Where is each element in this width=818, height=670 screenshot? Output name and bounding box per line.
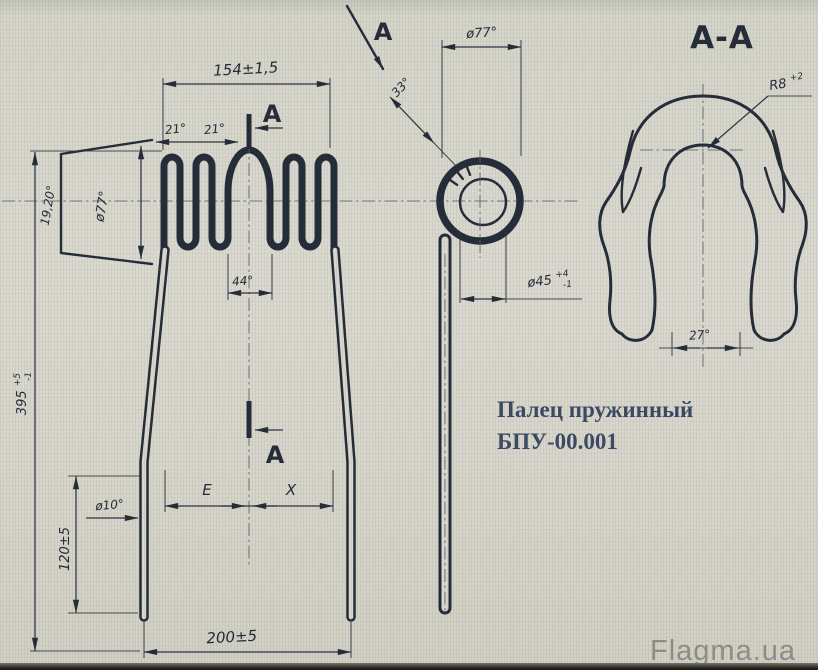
dim-27-label: 27° <box>689 327 711 342</box>
section-view: А-А R8 +2 27° <box>598 20 812 368</box>
part-number-line2: БПУ-00.001 <box>497 429 618 454</box>
cone-projection <box>59 138 154 266</box>
side-view: ø77° A 33° ø45 +4 -1 <box>345 4 582 615</box>
dim-200-label: 200±5 <box>206 627 258 648</box>
front-view: 19,20° ø77° A A 154±1,5 21° <box>9 58 356 658</box>
cone-diameter-label: ø77° <box>92 190 112 224</box>
dim-10-label: ø10° <box>94 497 125 514</box>
coil-angle-right-label: 21° <box>203 121 226 137</box>
dim-33-line <box>389 96 435 144</box>
dim-45-sub: -1 <box>563 280 573 291</box>
coil-ring-inner <box>458 177 508 227</box>
section-outer-contour <box>598 94 808 336</box>
watermark-text: Flagma.ua <box>650 635 796 667</box>
radius-leader <box>707 95 769 149</box>
section-mark-bottom-label: A <box>266 441 285 469</box>
label-x: X <box>285 481 297 499</box>
section-left-spur <box>620 129 643 214</box>
scan-bottom-edge <box>0 663 818 670</box>
dim-395-base: 395 <box>15 390 30 415</box>
section-right-spur <box>763 129 786 214</box>
section-arrow-line <box>345 4 385 71</box>
dim-154-label: 154±1,5 <box>213 58 279 79</box>
dim-395-sup: +5 <box>13 373 23 387</box>
radius-sup: +2 <box>789 72 804 84</box>
dim-395-sub: -1 <box>24 372 34 381</box>
radius-base: R8 <box>768 76 787 94</box>
dim-44-label: 44° <box>232 273 254 288</box>
section-mark-top-label: A <box>263 100 282 128</box>
dim-45-base: ø45 <box>526 273 553 291</box>
cone-angle-label: 19,20° <box>38 184 59 226</box>
dim-33-ext <box>433 142 457 167</box>
dim-120-label: 120±5 <box>58 527 73 571</box>
dim-77-label: ø77° <box>465 25 498 42</box>
part-name-line1: Палец пружинный <box>497 397 693 422</box>
left-leg-inner <box>141 247 168 620</box>
dim-395-label: 395 +5 -1 <box>9 369 34 415</box>
label-e: E <box>202 481 212 499</box>
ring-tick-1 <box>448 178 459 187</box>
section-inner-contour <box>620 143 786 342</box>
coil-angle-left-label: 21° <box>164 121 187 137</box>
ring-tick-3 <box>465 165 472 177</box>
ring-tick-2 <box>456 170 464 181</box>
dim-33-label: 33° <box>389 75 414 100</box>
section-arrow-label: A <box>374 18 393 46</box>
dim-45-sup: +4 <box>555 269 570 281</box>
right-leg-inner <box>332 247 354 620</box>
dim-45-label: ø45 +4 -1 <box>525 265 575 296</box>
radius-label: R8 +2 <box>768 72 805 94</box>
section-title: А-А <box>690 20 754 56</box>
